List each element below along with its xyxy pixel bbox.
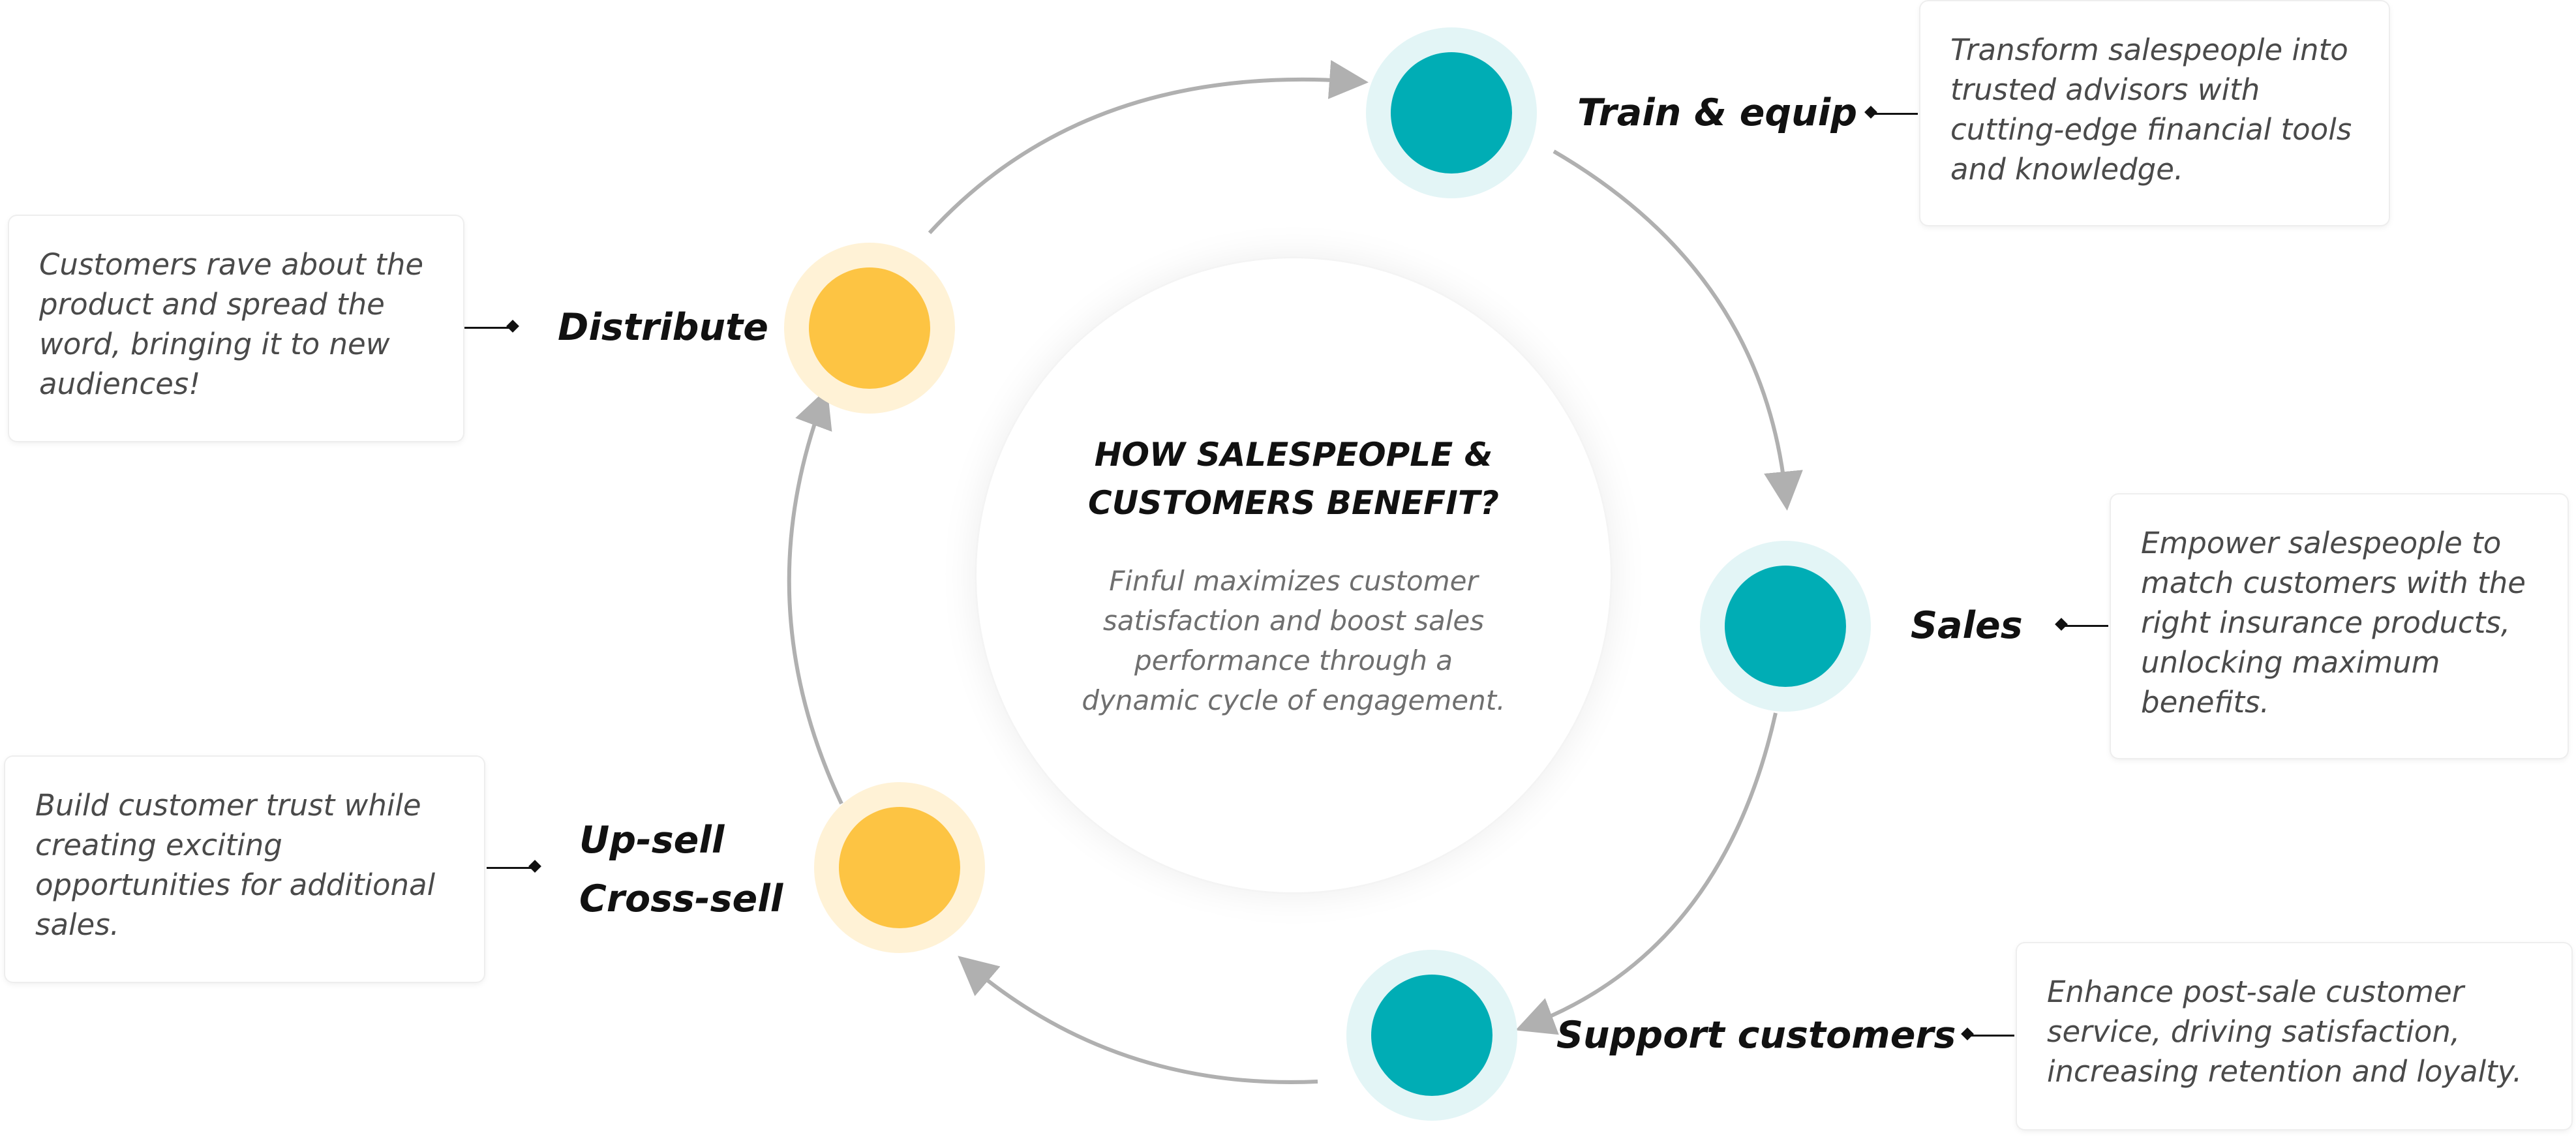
distribute-label: Distribute (558, 306, 768, 349)
arrow-upsell-to-distribute (787, 388, 843, 805)
distribute-card: Customers rave about the product and spr… (9, 216, 463, 441)
support-customers-description: Enhance post-sale customer service, driv… (2047, 975, 2523, 1089)
sales-connector (2055, 618, 2108, 631)
upsell-crosssell-node (814, 782, 985, 953)
center-description: Finful maximizes customer satisfaction a… (1082, 565, 1506, 716)
arrow-distribute-to-train (928, 60, 1369, 235)
train-equip-connector (1864, 106, 1918, 119)
center-title: HOW SALESPEOPLE & CUSTOMERS BENEFIT? (1088, 436, 1499, 522)
distribute-node-core (809, 267, 930, 389)
sales-description: Empower salespeople to match customers w… (2141, 526, 2526, 720)
sales-card: Empower salespeople to match customers w… (2111, 494, 2568, 758)
support-customers-card: Enhance post-sale customer service, driv… (2017, 943, 2571, 1129)
support-customers-connector (1961, 1027, 2014, 1040)
support-customers-node (1346, 950, 1517, 1121)
support-customers-node-core (1371, 975, 1493, 1096)
arrow-sales-to-support (1515, 712, 1778, 1035)
train-equip-node (1366, 27, 1537, 198)
upsell-crosssell-card: Build customer trust while creating exci… (5, 757, 484, 982)
distribute-connector (464, 320, 519, 333)
support-customers-label: Support customers (1556, 1014, 1956, 1057)
sales-node (1700, 541, 1871, 712)
train-equip-node-core (1391, 52, 1512, 174)
distribute-description: Customers rave about the product and spr… (39, 247, 424, 401)
train-equip-label: Train & equip (1577, 91, 1858, 134)
upsell-crosssell-description: Build customer trust while creating exci… (35, 788, 436, 942)
sales-label: Sales (1911, 604, 2023, 647)
upsell-label: Up-sell (579, 819, 725, 862)
upsell-crosssell-node-core (839, 807, 960, 928)
upsell-connector (487, 860, 541, 873)
center-circle (977, 258, 1611, 892)
arrow-train-to-sales (1553, 149, 1803, 511)
train-equip-description: Transform salespeople into trusted advis… (1950, 33, 2352, 187)
sales-node-core (1725, 566, 1846, 687)
arrow-support-to-upsell (958, 956, 1318, 1084)
distribute-node (784, 243, 955, 414)
crosssell-label: Cross-sell (579, 877, 783, 920)
train-equip-card: Transform salespeople into trusted advis… (1920, 1, 2389, 225)
